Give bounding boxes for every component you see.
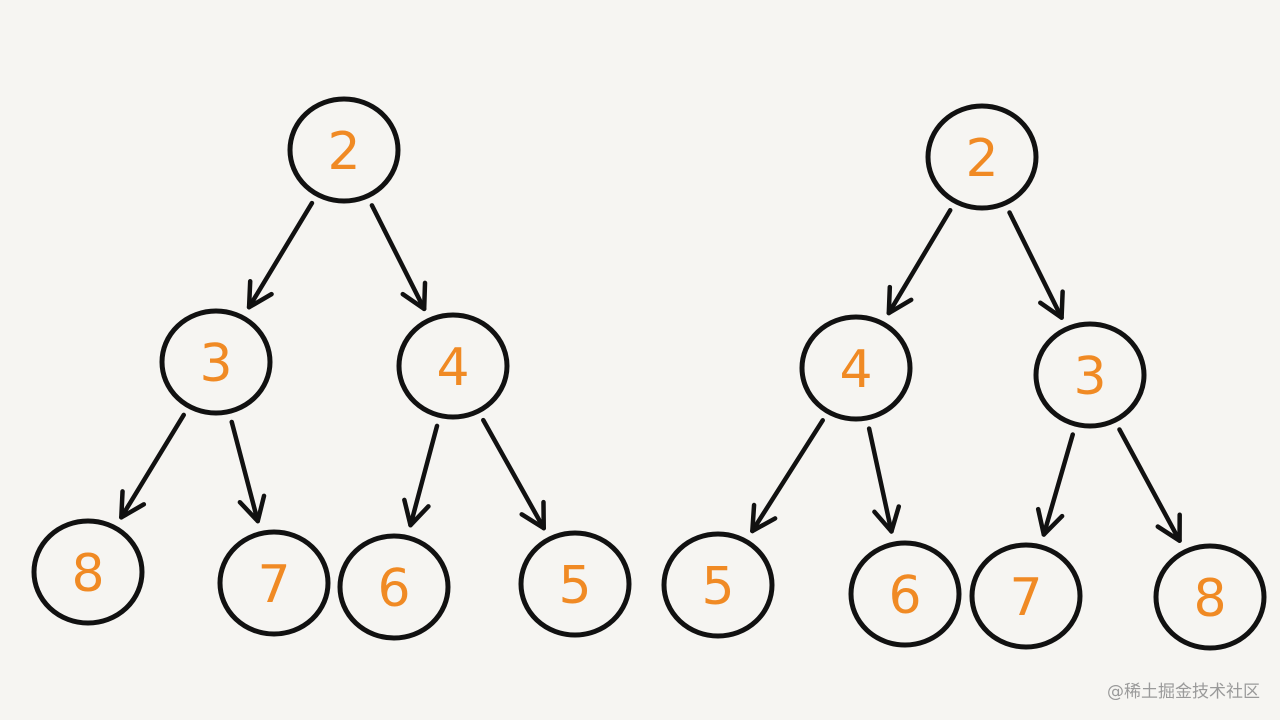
edge-shaft: [866, 426, 894, 534]
edge-shaft: [1007, 210, 1064, 320]
arrowhead-icon: [1155, 512, 1182, 543]
node-value: 4: [436, 338, 469, 398]
node-circle: [1153, 543, 1267, 651]
node-circle: [337, 533, 451, 641]
node-circle: [925, 103, 1039, 211]
tree-node: 6: [337, 533, 451, 641]
tree-node: 3: [159, 308, 273, 416]
edge-arrow-2-to-3: [246, 200, 315, 310]
arrowhead-icon: [400, 280, 428, 312]
node-value: 2: [327, 122, 360, 182]
tree-node: 4: [396, 312, 510, 420]
node-value: 8: [1193, 569, 1226, 629]
tree-node: 3: [1033, 321, 1147, 429]
arrowhead-icon: [886, 284, 914, 316]
tree-node: 4: [799, 314, 913, 422]
arrowhead-icon: [402, 497, 431, 528]
arrowhead-icon: [519, 499, 546, 531]
node-value: 4: [839, 340, 872, 400]
node-value: 6: [377, 559, 410, 619]
node-circle: [848, 540, 962, 648]
tree-node: 5: [661, 531, 775, 639]
tree-node: 7: [217, 529, 331, 637]
edge-shaft: [481, 417, 546, 531]
node-circle: [799, 314, 913, 422]
edge-shaft: [1041, 432, 1076, 537]
edge-shaft: [119, 412, 186, 520]
tree-node: 5: [518, 530, 632, 638]
node-circle: [287, 96, 401, 204]
edge-arrow-2-to-4: [886, 207, 953, 316]
arrowhead-icon: [1038, 289, 1065, 320]
arrowhead-icon: [1035, 506, 1065, 537]
edge-arrow-3-to-7: [229, 419, 267, 524]
node-circle: [31, 518, 145, 626]
node-circle: [396, 312, 510, 420]
edge-arrow-2-to-3: [1007, 210, 1065, 320]
node-value: 7: [1009, 568, 1042, 628]
node-value: 3: [199, 334, 232, 394]
edge-shaft: [229, 419, 261, 524]
edge-arrow-3-to-8: [1117, 427, 1182, 543]
tree-node: 7: [969, 542, 1083, 650]
node-circle: [1033, 321, 1147, 429]
edge-shaft: [369, 203, 427, 312]
tree-node: 8: [31, 518, 145, 626]
edge-arrow-3-to-8: [119, 412, 186, 520]
node-circle: [661, 531, 775, 639]
arrowhead-icon: [246, 278, 274, 310]
node-value: 5: [701, 557, 734, 617]
nodes-layer: 2 3 4 8 7 6 5 2 4 3 5 6 7 8: [31, 96, 1267, 651]
node-circle: [518, 530, 632, 638]
node-value: 8: [71, 544, 104, 604]
node-value: 6: [888, 566, 921, 626]
edge-arrow-4-to-6: [402, 423, 440, 528]
edge-arrow-4-to-5: [750, 418, 825, 534]
arrowhead-icon: [872, 504, 902, 534]
node-circle: [969, 542, 1083, 650]
edge-shaft: [886, 207, 953, 316]
edge-arrow-2-to-4: [369, 203, 428, 312]
edge-shaft: [408, 423, 440, 528]
arrowhead-icon: [237, 493, 267, 524]
edge-arrow-4-to-5: [481, 417, 546, 531]
edge-arrow-4-to-6: [866, 426, 902, 534]
node-value: 5: [558, 556, 591, 616]
watermark: @稀土掘金技术社区: [1107, 682, 1260, 702]
node-value: 3: [1073, 347, 1106, 407]
tree-node: 2: [925, 103, 1039, 211]
node-circle: [217, 529, 331, 637]
edge-shaft: [1117, 427, 1182, 543]
arrowhead-icon: [119, 489, 147, 520]
edge-shaft: [750, 418, 825, 534]
node-value: 2: [965, 129, 998, 189]
edge-arrow-3-to-7: [1035, 432, 1076, 537]
edges-layer: [119, 200, 1182, 543]
tree-node: 8: [1153, 543, 1267, 651]
arrowhead-icon: [750, 502, 778, 534]
tree-node: 2: [287, 96, 401, 204]
node-circle: [159, 308, 273, 416]
edge-shaft: [246, 200, 315, 310]
node-value: 7: [257, 555, 290, 615]
tree-node: 6: [848, 540, 962, 648]
